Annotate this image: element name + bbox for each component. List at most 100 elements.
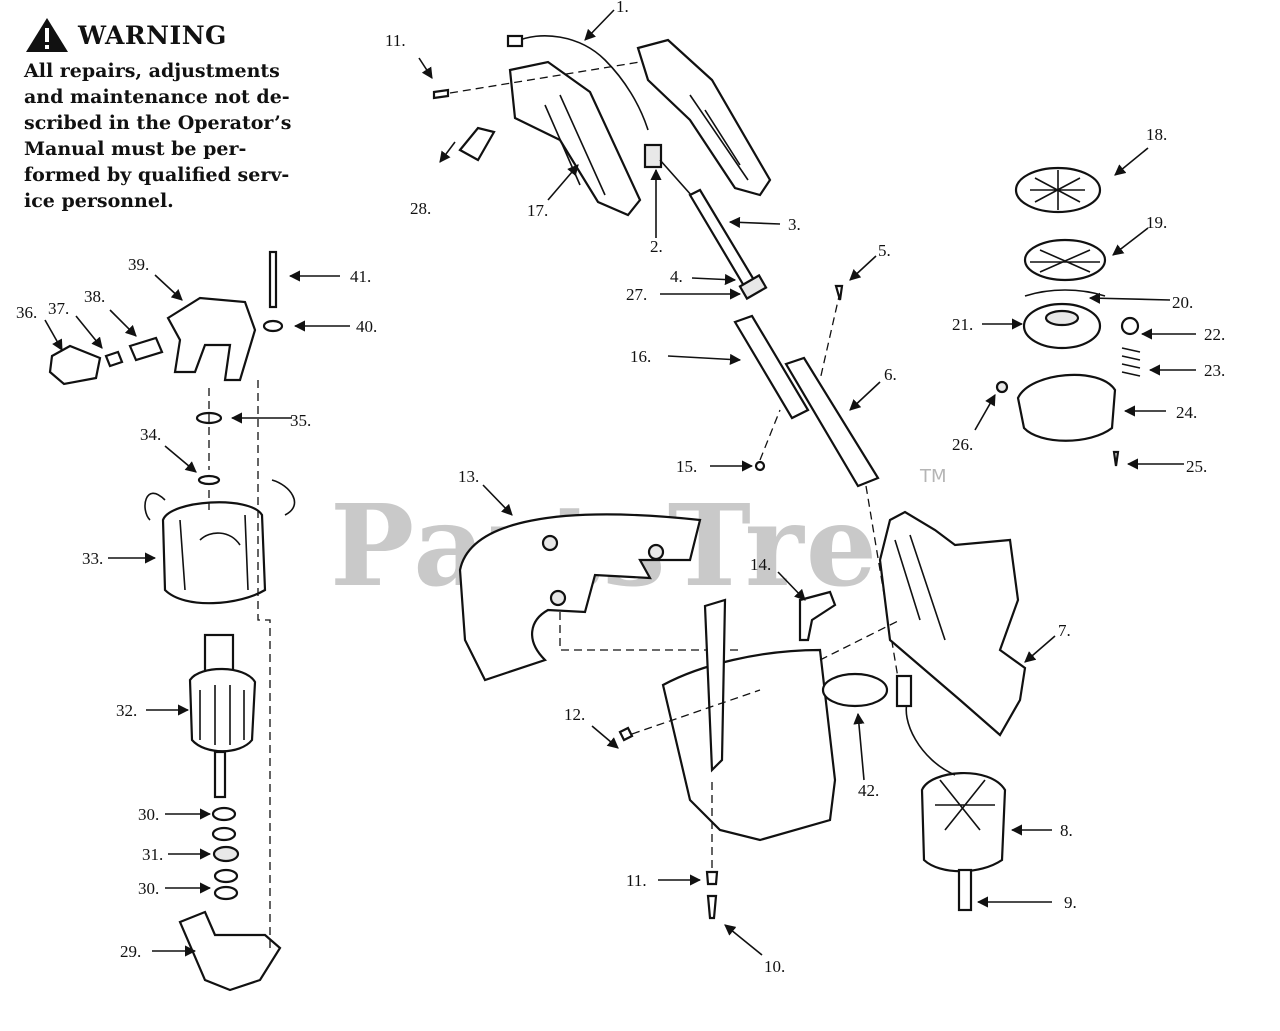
callout-9: 9.	[1064, 893, 1077, 912]
handle-half-left	[508, 60, 642, 217]
housing-ribs	[894, 534, 946, 641]
power-cord-part-1	[514, 34, 649, 131]
callout-23: 23.	[1204, 361, 1225, 380]
callout-22: 22.	[1204, 325, 1225, 344]
callout-13: 13.	[458, 467, 479, 486]
motor-windings	[935, 779, 995, 831]
retaining-ring	[821, 672, 889, 708]
bottom-washer	[705, 870, 719, 886]
coupler-screw-nut	[754, 460, 766, 472]
callout-41: 41.	[350, 267, 371, 286]
callout-21: 21.	[952, 315, 973, 334]
shaft-alignment-lines	[759, 291, 841, 461]
callout-36: 36.	[16, 303, 37, 322]
spool-housing	[1016, 373, 1117, 442]
warning-line: and maintenance not de-	[24, 86, 290, 108]
grass-guard	[458, 513, 740, 682]
callout-5: 5.	[878, 241, 891, 260]
warning-header: WARNING	[24, 16, 324, 54]
callout-10: 10.	[764, 957, 785, 976]
arrow-6	[849, 381, 881, 411]
callout-30-lower: 30.	[138, 879, 159, 898]
end-bracket	[178, 910, 282, 992]
trimmer-motor	[705, 674, 1007, 920]
washer-upper	[211, 806, 237, 822]
screw-alignment-line	[449, 61, 641, 94]
callout-11-bottom: 11.	[626, 871, 647, 890]
arrow-17	[547, 164, 579, 201]
callout-labels: 1. 2. 3. 4. 5. 6. 7. 8. 9. 10. 11. 11. 1…	[16, 0, 1225, 976]
thrust-washer	[197, 474, 221, 486]
motor-housing-assembly	[618, 510, 1027, 842]
callout-40: 40.	[356, 317, 377, 336]
callout-24: 24.	[1176, 403, 1197, 422]
callout-35: 35.	[290, 411, 311, 430]
spool-button	[1120, 316, 1140, 336]
coupler-half	[733, 314, 810, 420]
brush-bracket	[166, 296, 257, 382]
trimmer-line	[1024, 289, 1106, 297]
shaft-coupler-assembly	[733, 284, 901, 691]
callout-11-top: 11.	[385, 31, 406, 50]
warning-body: All repairs, adjustments and maintenance…	[24, 58, 316, 214]
spool-assembly	[995, 166, 1141, 467]
housing-screw-line	[631, 689, 761, 735]
arrow-4	[691, 273, 737, 286]
leader-arrows	[44, 9, 1196, 957]
left-motor-assembly	[48, 250, 296, 992]
washer-spacer	[211, 826, 237, 842]
stator-leads	[144, 479, 296, 521]
callout-6: 6.	[884, 365, 897, 384]
arrow-28	[439, 141, 456, 163]
arrow-38	[109, 309, 137, 337]
brush-spring	[104, 350, 124, 368]
motor-body	[920, 771, 1007, 873]
arrow-18	[1114, 147, 1149, 176]
armature	[188, 667, 257, 753]
callout-26: 26.	[952, 435, 973, 454]
arrow-5	[849, 255, 877, 281]
spool-spring	[1121, 347, 1141, 377]
warning-notice: WARNING All repairs, adjustments and mai…	[24, 16, 324, 214]
callout-37: 37.	[48, 299, 69, 318]
callout-18: 18.	[1146, 125, 1167, 144]
housing-mate-line	[819, 619, 901, 661]
warning-line: ice personnel.	[24, 190, 174, 212]
housing-screw	[1112, 450, 1120, 467]
warning-line: scribed in the Operator’s	[24, 112, 292, 134]
callout-8: 8.	[1060, 821, 1073, 840]
arrow-37	[75, 315, 103, 349]
washer-lower-b	[213, 885, 239, 901]
callout-2: 2.	[650, 237, 663, 256]
guard-boss-1	[541, 534, 559, 552]
callout-28: 28.	[410, 199, 431, 218]
callout-20: 20.	[1172, 293, 1193, 312]
arrow-36	[44, 319, 63, 351]
spool-nut	[995, 380, 1009, 394]
callout-19: 19.	[1146, 213, 1167, 232]
arrow-7	[1024, 635, 1056, 663]
callout-42: 42.	[858, 781, 879, 800]
washer-lower-a	[213, 868, 239, 884]
callout-27: 27.	[626, 285, 647, 304]
arrow-3	[728, 216, 781, 228]
housing-screw-side	[618, 726, 634, 742]
callout-34: 34.	[140, 425, 161, 444]
arrow-26	[974, 394, 996, 431]
bottom-screw	[706, 894, 718, 920]
warning-line: formed by qualified serv-	[24, 164, 290, 186]
line-cutter-clip	[798, 590, 837, 642]
arrow-39	[154, 274, 183, 301]
motor-housing-right	[878, 510, 1027, 737]
callout-32: 32.	[116, 701, 137, 720]
handle-grip-lines	[689, 94, 749, 181]
bearing	[212, 845, 240, 863]
arrow-1	[584, 9, 615, 41]
cord-plug	[506, 34, 524, 48]
handle-screw	[432, 88, 450, 100]
spool-ribs	[1030, 249, 1100, 273]
arrow-16	[667, 353, 742, 366]
spool-center	[1044, 309, 1080, 327]
callout-16: 16.	[630, 347, 651, 366]
